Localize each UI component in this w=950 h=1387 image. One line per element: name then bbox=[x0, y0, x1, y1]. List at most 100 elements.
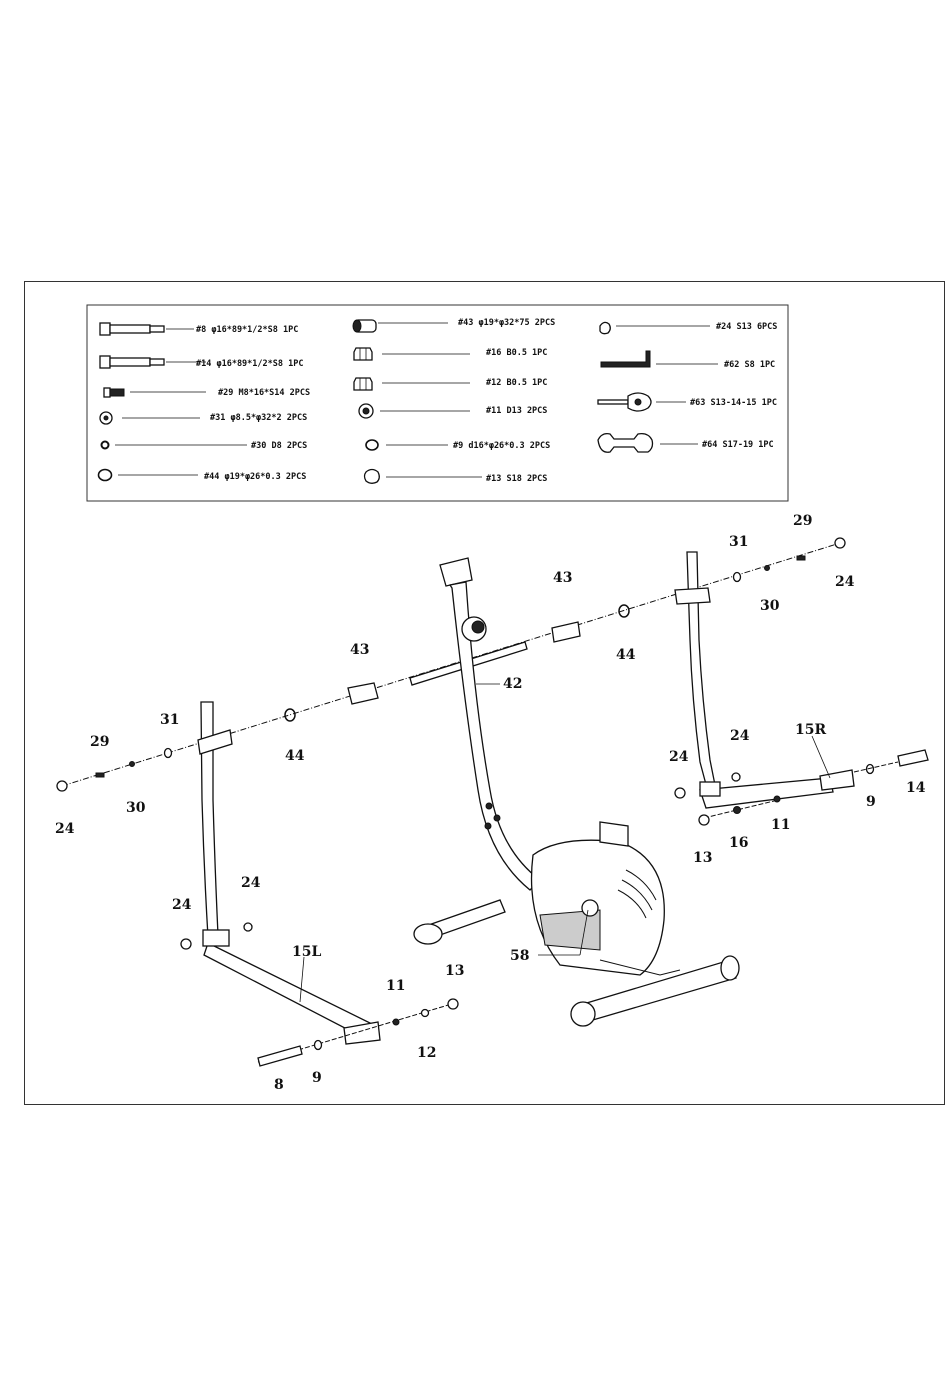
callout-43-left: 43 bbox=[350, 642, 369, 658]
hw-label-11: #11 D13 2PCS bbox=[486, 406, 547, 416]
callout-9-left: 9 bbox=[312, 1070, 322, 1086]
callout-11-right: 11 bbox=[771, 817, 790, 833]
hw-label-16: #16 B0.5 1PC bbox=[486, 348, 547, 358]
callout-13-left: 13 bbox=[445, 963, 464, 979]
cap-icon bbox=[599, 321, 710, 335]
cap-13-right bbox=[698, 814, 710, 826]
callout-29-left: 29 bbox=[90, 734, 109, 750]
cap-24-r2 bbox=[731, 772, 741, 782]
spring-washer-30-left bbox=[129, 761, 135, 767]
cap-24-right bbox=[834, 537, 846, 549]
hardware-list: #8 φ16*89*1/2*S8 1PC #14 φ16*89*1/2*S8 1… bbox=[86, 304, 789, 502]
spring-washer-icon bbox=[100, 440, 247, 450]
hw-label-14: #14 φ16*89*1/2*S8 1PC bbox=[196, 359, 303, 369]
cap-13-left bbox=[447, 998, 459, 1010]
hw-label-63: #63 S13-14-15 1PC bbox=[690, 398, 777, 408]
callout-24-r2: 24 bbox=[730, 728, 750, 744]
main-frame-column bbox=[439, 557, 541, 891]
nut-12 bbox=[420, 1008, 430, 1018]
washer-9-left bbox=[313, 1039, 323, 1051]
callout-labels: 29 31 24 30 43 44 42 43 44 31 29 30 24 1… bbox=[55, 513, 926, 1093]
callout-14: 14 bbox=[906, 780, 926, 796]
callout-30-left: 30 bbox=[126, 800, 146, 816]
left-handlebar-post bbox=[197, 701, 233, 938]
hw-label-43: #43 φ19*φ32*75 2PCS bbox=[458, 318, 555, 328]
washer-11-right bbox=[773, 795, 781, 803]
callout-8: 8 bbox=[274, 1077, 284, 1093]
long-bolt-icon bbox=[99, 355, 206, 369]
callout-11-left: 11 bbox=[386, 978, 405, 994]
callout-24-l2: 24 bbox=[241, 875, 261, 891]
nut-icon bbox=[353, 347, 470, 361]
cap-24-r1 bbox=[674, 787, 686, 799]
callout-30-top: 30 bbox=[760, 598, 780, 614]
nut-16 bbox=[733, 806, 741, 814]
washer-31-left bbox=[163, 747, 173, 759]
thin-washer-icon bbox=[365, 439, 448, 451]
callout-15l: 15L bbox=[292, 944, 321, 960]
callout-24-top: 24 bbox=[835, 574, 855, 590]
flat-washer-icon bbox=[97, 468, 198, 482]
callout-24-l1: 24 bbox=[172, 897, 192, 913]
callout-15r: 15R bbox=[795, 722, 826, 738]
flywheel-housing bbox=[530, 821, 665, 976]
bolt-29-left bbox=[95, 772, 105, 778]
washer-icon bbox=[358, 403, 470, 419]
washer-9-right bbox=[865, 763, 875, 775]
double-wrench-icon bbox=[597, 432, 698, 453]
multi-wrench-icon bbox=[597, 392, 686, 412]
cap-24-left bbox=[56, 780, 68, 792]
cap-24-l1 bbox=[180, 938, 192, 950]
front-stabilizer bbox=[413, 899, 506, 945]
left-foot-bar bbox=[202, 929, 381, 1045]
hw-label-8: #8 φ16*89*1/2*S8 1PC bbox=[196, 325, 298, 335]
callout-44-right: 44 bbox=[616, 647, 636, 663]
hw-label-12: #12 B0.5 1PC bbox=[486, 378, 547, 388]
diagram-frame bbox=[24, 281, 945, 1105]
callout-29-top: 29 bbox=[793, 513, 812, 529]
hw-label-9: #9 d16*φ26*0.3 2PCS bbox=[453, 441, 550, 451]
hw-label-30: #30 D8 2PCS bbox=[251, 441, 307, 451]
callout-24-r1: 24 bbox=[669, 749, 689, 765]
callout-13-right: 13 bbox=[693, 850, 712, 866]
callout-43-right: 43 bbox=[553, 570, 572, 586]
bolt-8 bbox=[257, 1045, 303, 1067]
callout-44-left: 44 bbox=[285, 748, 305, 764]
large-washer-icon bbox=[99, 411, 200, 425]
washer-44-left bbox=[284, 708, 296, 722]
cap-24-l2 bbox=[243, 922, 253, 932]
bushing-right bbox=[551, 621, 581, 643]
hw-label-29: #29 M8*16*S14 2PCS bbox=[218, 388, 310, 398]
washer-31-right bbox=[732, 571, 742, 583]
hw-label-13: #13 S18 2PCS bbox=[486, 474, 547, 484]
callout-58: 58 bbox=[510, 948, 529, 964]
bolt-14 bbox=[897, 749, 929, 767]
nut-icon bbox=[353, 377, 470, 391]
end-cap-icon bbox=[363, 468, 482, 484]
callout-31-top: 31 bbox=[729, 534, 748, 550]
leader-lines bbox=[299, 683, 831, 1003]
long-bolt-icon bbox=[99, 322, 194, 336]
callout-9-right: 9 bbox=[866, 794, 876, 810]
hw-label-24: #24 S13 6PCS bbox=[716, 322, 777, 332]
hw-label-31: #31 φ8.5*φ32*2 2PCS bbox=[210, 413, 307, 423]
hw-label-64: #64 S17-19 1PC bbox=[702, 440, 774, 450]
bolt-29-right bbox=[796, 555, 806, 561]
bushing-icon bbox=[352, 319, 448, 333]
short-bolt-icon bbox=[103, 387, 206, 398]
bushing-left bbox=[347, 682, 379, 705]
spring-washer-30-right bbox=[764, 565, 770, 571]
hw-label-44: #44 φ19*φ26*0.3 2PCS bbox=[204, 472, 306, 482]
callout-24-left: 24 bbox=[55, 821, 75, 837]
callout-16: 16 bbox=[729, 835, 748, 851]
rear-stabilizer bbox=[570, 955, 740, 1027]
callout-31-left: 31 bbox=[160, 712, 179, 728]
callout-12: 12 bbox=[417, 1045, 436, 1061]
washer-44-right bbox=[618, 604, 630, 618]
allen-key-icon bbox=[600, 350, 718, 368]
hw-label-62: #62 S8 1PC bbox=[724, 360, 775, 370]
washer-11-left bbox=[392, 1018, 400, 1026]
callout-42: 42 bbox=[503, 676, 522, 692]
